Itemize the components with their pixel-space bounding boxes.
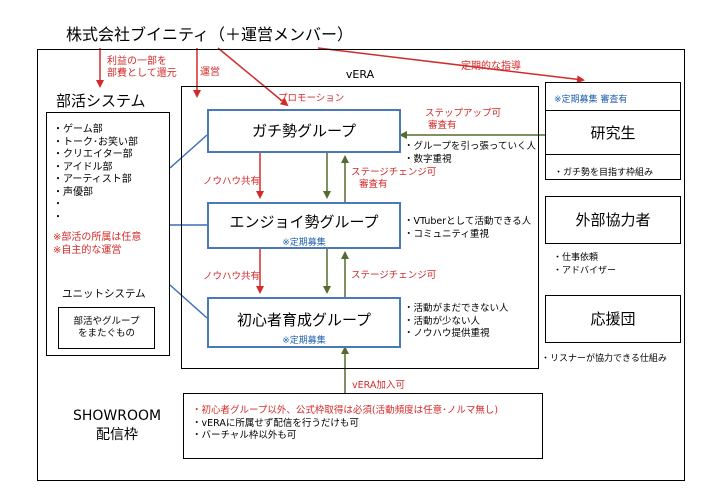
vera-label: vERA	[345, 68, 375, 81]
bukatsu-item: ・ゲーム部	[53, 124, 103, 135]
teiki-label: 定期的な指導	[461, 61, 521, 72]
gachi-group-title: ガチ勢グループ	[251, 122, 357, 140]
bukatsu-item: ・声優部	[53, 186, 93, 198]
bukatsu-item: ・トーク･お笑い部	[53, 136, 138, 148]
enjoy-group-title: エンジョイ勢グループ	[229, 213, 379, 231]
bukatsu-title: 部活システム	[56, 92, 146, 110]
gachi-notes: ・グループを引っ張っていく人 ・数字重視	[404, 141, 536, 165]
gaibu-title: 外部協力者	[575, 211, 651, 229]
ouen-title: 応援団	[590, 310, 636, 328]
stage-change-label-2: ステージチェンジ可	[351, 270, 437, 281]
ouen-box	[545, 295, 681, 343]
step-up-label: ステップアップ可 審査有	[425, 108, 502, 131]
knowhow-label-1: ノウハウ共有	[203, 176, 261, 187]
enjoy-group-sub: ※定期募集	[282, 238, 326, 248]
arrow-teiki	[317, 47, 585, 84]
outer-frame	[37, 49, 685, 481]
unei-label: 運営	[200, 67, 220, 78]
kenkyusei-title: 研究生	[590, 124, 636, 142]
shoshin-group-title: 初心者育成グループ	[236, 311, 372, 329]
shoshin-group-box	[207, 297, 401, 348]
enjoy-group-box	[207, 202, 401, 249]
stage-change-label-1: ステージチェンジ可 審査有	[351, 167, 437, 190]
kenkyusei-note: ・ガチ勢を目指す枠組み	[554, 168, 654, 178]
profit-label: 利益の一部を 部費として還元	[107, 56, 177, 79]
promotion-label: プロモーション	[278, 93, 345, 104]
link-bukatsu-gachi	[169, 134, 208, 169]
showroom-title: SHOWROOM 配信枠	[72, 408, 162, 443]
company-title: 株式会社ブイニティ（＋運営メンバー）	[66, 25, 354, 44]
arrow-promotion	[217, 47, 289, 107]
kenkyusei-box	[545, 110, 681, 155]
showroom-box	[183, 393, 543, 459]
bukatsu-box	[46, 112, 170, 356]
link-bukatsu-shoshin	[169, 284, 208, 319]
shoshin-group-sub: ※定期募集	[282, 336, 326, 346]
vera-join-label: vERA加入可	[352, 380, 405, 391]
showroom-lines: ・初心者グループ以外、公式枠取得は必須(活動頻度は任意･ノルマ無し) ・vERA…	[192, 405, 499, 441]
knowhow-label-2: ノウハウ共有	[203, 271, 261, 282]
enjoy-notes: ・VTuberとして活動できる人 ・コミュニティ重視	[404, 216, 532, 240]
bukatsu-item: ・	[53, 211, 63, 223]
bukatsu-item: ・クリエイター部	[53, 149, 133, 160]
bukatsu-notes: ※部活の所属は任意 ※自主的な運営	[53, 232, 142, 256]
unit-system-title: ユニットシステム	[62, 288, 146, 300]
shoshin-notes: ・活動がまだできない人 ・活動が少ない人 ・ノウハウ提供重視	[404, 303, 509, 339]
gachi-group-box	[207, 109, 401, 153]
gaibu-notes: ・仕事依頼 ・アドバイザー	[553, 253, 617, 276]
gaibu-box	[545, 196, 681, 244]
kenkyusei-header: ※定期募集 審査有	[554, 95, 628, 105]
bukatsu-item: ・	[53, 199, 63, 210]
unit-system-box	[58, 307, 155, 349]
ouen-note: ・リスナーが協力できる仕組み	[541, 354, 667, 364]
vera-box	[181, 86, 539, 369]
bukatsu-items: ・ゲーム部 ・トーク･お笑い部 ・クリエイター部 ・アイドル部 ・アーティスト部…	[53, 124, 138, 224]
bukatsu-item: ・アイドル部	[53, 161, 113, 173]
unit-system-text: 部活やグループ をまたぐもの	[73, 316, 140, 339]
bukatsu-item: ・アーティスト部	[53, 174, 132, 185]
